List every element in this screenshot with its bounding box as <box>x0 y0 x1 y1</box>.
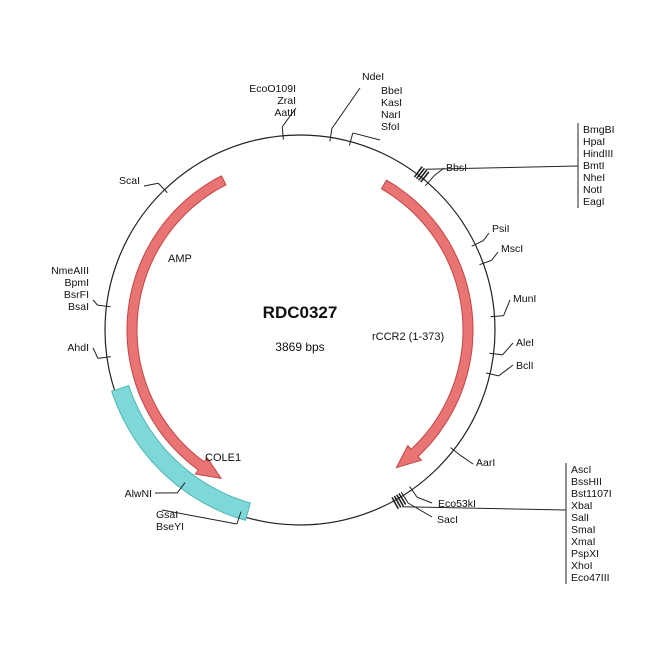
site-mcs2-name: Bst1107I <box>571 488 612 500</box>
site-ndei-leader <box>332 88 360 129</box>
site-mcs1-name: HpaI <box>583 136 605 148</box>
site-msci-tick <box>479 260 491 264</box>
site-psii-name: PsiI <box>492 223 510 235</box>
site-saci-leader <box>408 503 432 517</box>
site-mcs2-name: SalI <box>571 512 589 524</box>
site-bbei-name: NarI <box>381 109 401 121</box>
site-mcs2-leader <box>402 507 566 510</box>
site-ndei-name: NdeI <box>362 71 384 83</box>
site-nmeaiii-name: BsaI <box>68 301 89 313</box>
site-bbei-name: SfoI <box>381 121 400 133</box>
site-bcli: BclI <box>486 360 533 376</box>
site-scai-name: ScaI <box>119 175 140 187</box>
site-gsai-name: BseYI <box>156 521 184 533</box>
site-mcs2: AscIBssHIIBst1107IXbaISalISmaIXmaIPspXIX… <box>392 463 612 584</box>
site-bbei-name: KasI <box>381 97 402 109</box>
site-aari: AarI <box>451 448 496 469</box>
site-aari-leader <box>461 456 473 464</box>
site-ahdi-tick <box>98 357 111 359</box>
site-ecoo109i-name: ZraI <box>277 95 296 107</box>
feature-amp-label: AMP <box>168 253 192 265</box>
site-bcli-tick <box>486 373 499 376</box>
site-bbei-tick <box>349 133 352 146</box>
site-ecoo109i-name: EcoO109I <box>249 83 296 95</box>
site-mcs2-name: Eco47III <box>571 572 610 584</box>
site-mcs1-name: HindIII <box>583 148 613 160</box>
site-bbsi: BbsI <box>425 162 467 186</box>
site-msci-leader <box>492 252 498 260</box>
site-aari-name: AarI <box>476 457 495 469</box>
site-msci-name: MscI <box>501 243 523 255</box>
site-ndei: NdeI <box>330 71 384 141</box>
site-muni-name: MunI <box>513 293 536 305</box>
site-mcs2-name: XbaI <box>571 500 593 512</box>
site-scai-leader <box>144 183 158 186</box>
site-alei-leader <box>502 343 513 355</box>
site-nmeaiii-name: NmeAIII <box>51 265 89 277</box>
plasmid-name: RDC0327 <box>263 303 338 322</box>
site-bbei-name: BbeI <box>381 85 403 97</box>
site-mcs2-name: BssHII <box>571 476 602 488</box>
site-mcs2-name: AscI <box>571 464 591 476</box>
site-bcli-leader <box>499 365 513 376</box>
site-alwni-name: AlwNI <box>125 488 152 500</box>
feature-rccr2-arrow <box>382 180 474 467</box>
site-ecoo109i-tick <box>282 127 283 140</box>
site-alei-tick <box>490 353 503 355</box>
site-gsai-name: GsaI <box>156 509 178 521</box>
site-ahdi: AhdI <box>67 342 110 358</box>
site-eco53ki: Eco53kI <box>410 486 476 510</box>
site-nmeaiii-name: BsrFI <box>64 289 89 301</box>
site-mcs1-name: EagI <box>583 196 605 208</box>
site-mcs2-name: XhoI <box>571 560 593 572</box>
site-mcs2-name: PspXI <box>571 548 599 560</box>
feature-rccr2-label: rCCR2 (1-373) <box>372 331 444 343</box>
site-psii-leader <box>483 233 489 241</box>
site-nmeaiii-tick <box>98 305 111 307</box>
site-alei: AleI <box>490 337 535 355</box>
site-nmeaiii-leader <box>93 300 98 305</box>
site-alwni: AlwNI <box>125 483 185 500</box>
site-muni-leader <box>504 300 510 316</box>
site-alei-name: AleI <box>516 337 534 349</box>
site-mcs1-name: NheI <box>583 172 605 184</box>
site-mcs1-name: NotI <box>583 184 602 196</box>
site-bcli-name: BclI <box>516 360 534 372</box>
site-ahdi-leader <box>93 348 98 358</box>
site-mcs1-name: BmgBI <box>583 124 615 136</box>
site-mcs2-name: XmaI <box>571 536 596 548</box>
site-nmeaiii-name: BpmI <box>64 277 89 289</box>
site-bbei-leader <box>353 133 380 140</box>
site-muni: MunI <box>491 293 537 317</box>
site-saci-name: SacI <box>437 514 458 526</box>
feature-cole1-label: COLE1 <box>205 452 241 464</box>
plasmid-size: 3869 bps <box>275 340 324 354</box>
site-mcs1-name: BmtI <box>583 160 605 172</box>
site-muni-tick <box>491 316 504 317</box>
site-ecoo109i-name: AatII <box>274 107 296 119</box>
site-eco53ki-leader <box>417 497 432 503</box>
site-scai: ScaI <box>119 175 167 193</box>
site-mcs2-name: SmaI <box>571 524 596 536</box>
site-ndei-tick <box>330 129 332 142</box>
site-ahdi-name: AhdI <box>67 342 89 354</box>
site-msci: MscI <box>479 243 523 265</box>
